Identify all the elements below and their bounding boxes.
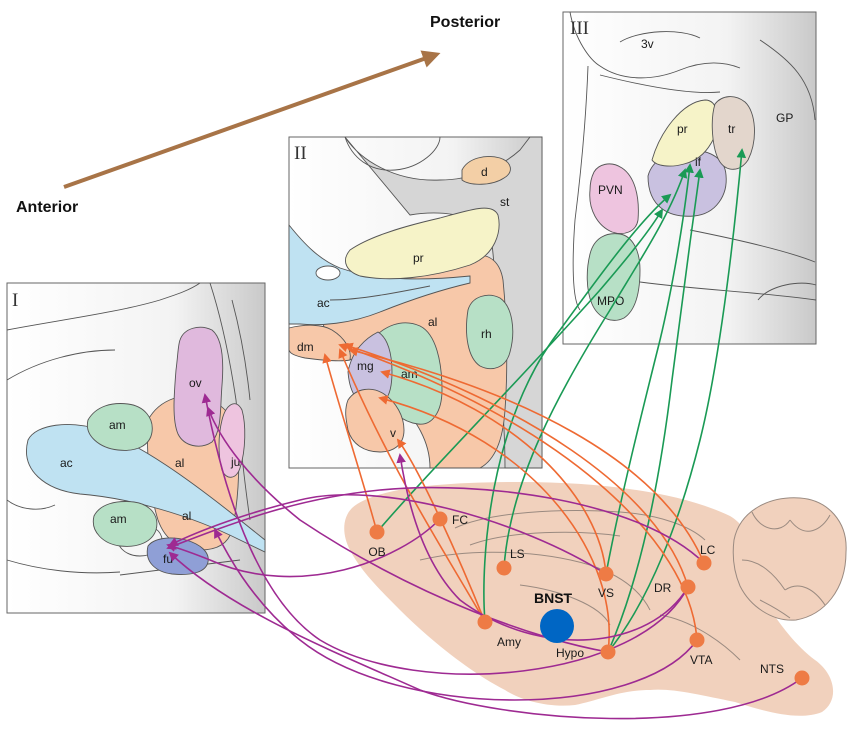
- dm-region: [288, 324, 351, 362]
- label-d: d: [481, 165, 488, 179]
- amy-node: [477, 614, 493, 630]
- ob-node: [369, 524, 385, 540]
- lc-label: LC: [700, 543, 716, 557]
- ac-region-i: [26, 424, 266, 553]
- pr-region-ii: [345, 207, 500, 280]
- panel-i: I ov am ac ju al am al fu: [6, 282, 266, 614]
- region-nodes: OB FC LS VS LC DR Amy Hypo VTA NTS BNST: [368, 511, 810, 686]
- label-pvn: PVN: [598, 183, 623, 197]
- label-ov: ov: [189, 376, 202, 390]
- label-pr-ii: pr: [413, 251, 424, 265]
- panel-ii-numeral: II: [294, 143, 307, 164]
- label-am-lower: am: [110, 512, 127, 526]
- label-mg: mg: [357, 359, 374, 373]
- hypo-node: [600, 644, 616, 660]
- label-rh: rh: [481, 327, 492, 341]
- fc-label: FC: [452, 513, 468, 527]
- brain-sagittal: [344, 482, 847, 716]
- anterior-posterior-arrow: [63, 50, 441, 189]
- posterior-label: Posterior: [430, 14, 500, 31]
- am-lower-region: [92, 501, 158, 547]
- label-3v: 3v: [641, 37, 654, 51]
- cerebellum-folia: [741, 511, 831, 619]
- nts-label: NTS: [760, 662, 784, 676]
- label-dm: dm: [297, 340, 314, 354]
- pvn-nucleus: [589, 163, 639, 234]
- label-ac-i: ac: [60, 456, 73, 470]
- label-ac-ii: ac: [317, 296, 330, 310]
- lc-node: [696, 555, 712, 571]
- label-v: v: [390, 426, 396, 440]
- orange-projections: [322, 342, 705, 653]
- label-al-upper: al: [175, 456, 184, 470]
- ob-label: OB: [368, 545, 385, 559]
- label-mpo: MPO: [597, 294, 624, 308]
- fc-node: [432, 511, 448, 527]
- panel-iii-numeral: III: [570, 18, 589, 39]
- panel-ii-contours: [329, 136, 441, 301]
- bnst-node: [540, 609, 574, 643]
- panel-i-numeral: I: [12, 290, 18, 311]
- label-am-ii: am: [401, 367, 418, 381]
- vs-label: VS: [598, 586, 614, 600]
- ac-hole: [315, 265, 341, 281]
- d-region: [461, 156, 511, 185]
- label-if: if: [695, 155, 702, 169]
- label-al-lower: al: [182, 509, 191, 523]
- label-st: st: [500, 195, 510, 209]
- vta-label: VTA: [690, 653, 712, 667]
- dr-node: [680, 579, 696, 595]
- am-upper-region: [86, 403, 153, 451]
- panel-iii-contours: [569, 11, 817, 311]
- nts-node: [794, 670, 810, 686]
- vs-node: [598, 566, 614, 582]
- anterior-label: Anterior: [16, 199, 78, 216]
- orientation-axis: Posterior Anterior: [16, 14, 500, 216]
- label-gp: GP: [776, 111, 793, 125]
- label-pr-iii: pr: [677, 122, 688, 136]
- rh-region: [466, 294, 514, 370]
- dr-label: DR: [654, 581, 672, 595]
- label-ju: ju: [230, 455, 240, 469]
- amy-label: Amy: [497, 635, 521, 649]
- v-region: [345, 388, 405, 453]
- ls-node: [496, 560, 512, 576]
- label-al-ii: al: [428, 315, 437, 329]
- label-tr: tr: [728, 122, 735, 136]
- ls-label: LS: [510, 547, 525, 561]
- label-fu: fu: [163, 552, 173, 566]
- hypo-label: Hypo: [556, 646, 584, 660]
- panel-iii: III 3v pr tr GP if PVN MPO: [562, 11, 817, 345]
- bnst-label: BNST: [534, 590, 573, 606]
- brain-body: [344, 482, 834, 716]
- vta-node: [689, 632, 705, 648]
- panel-ii: II d st pr ac al rh dm mg am v: [288, 136, 543, 469]
- green-projections: [376, 148, 747, 653]
- label-am-upper: am: [109, 418, 126, 432]
